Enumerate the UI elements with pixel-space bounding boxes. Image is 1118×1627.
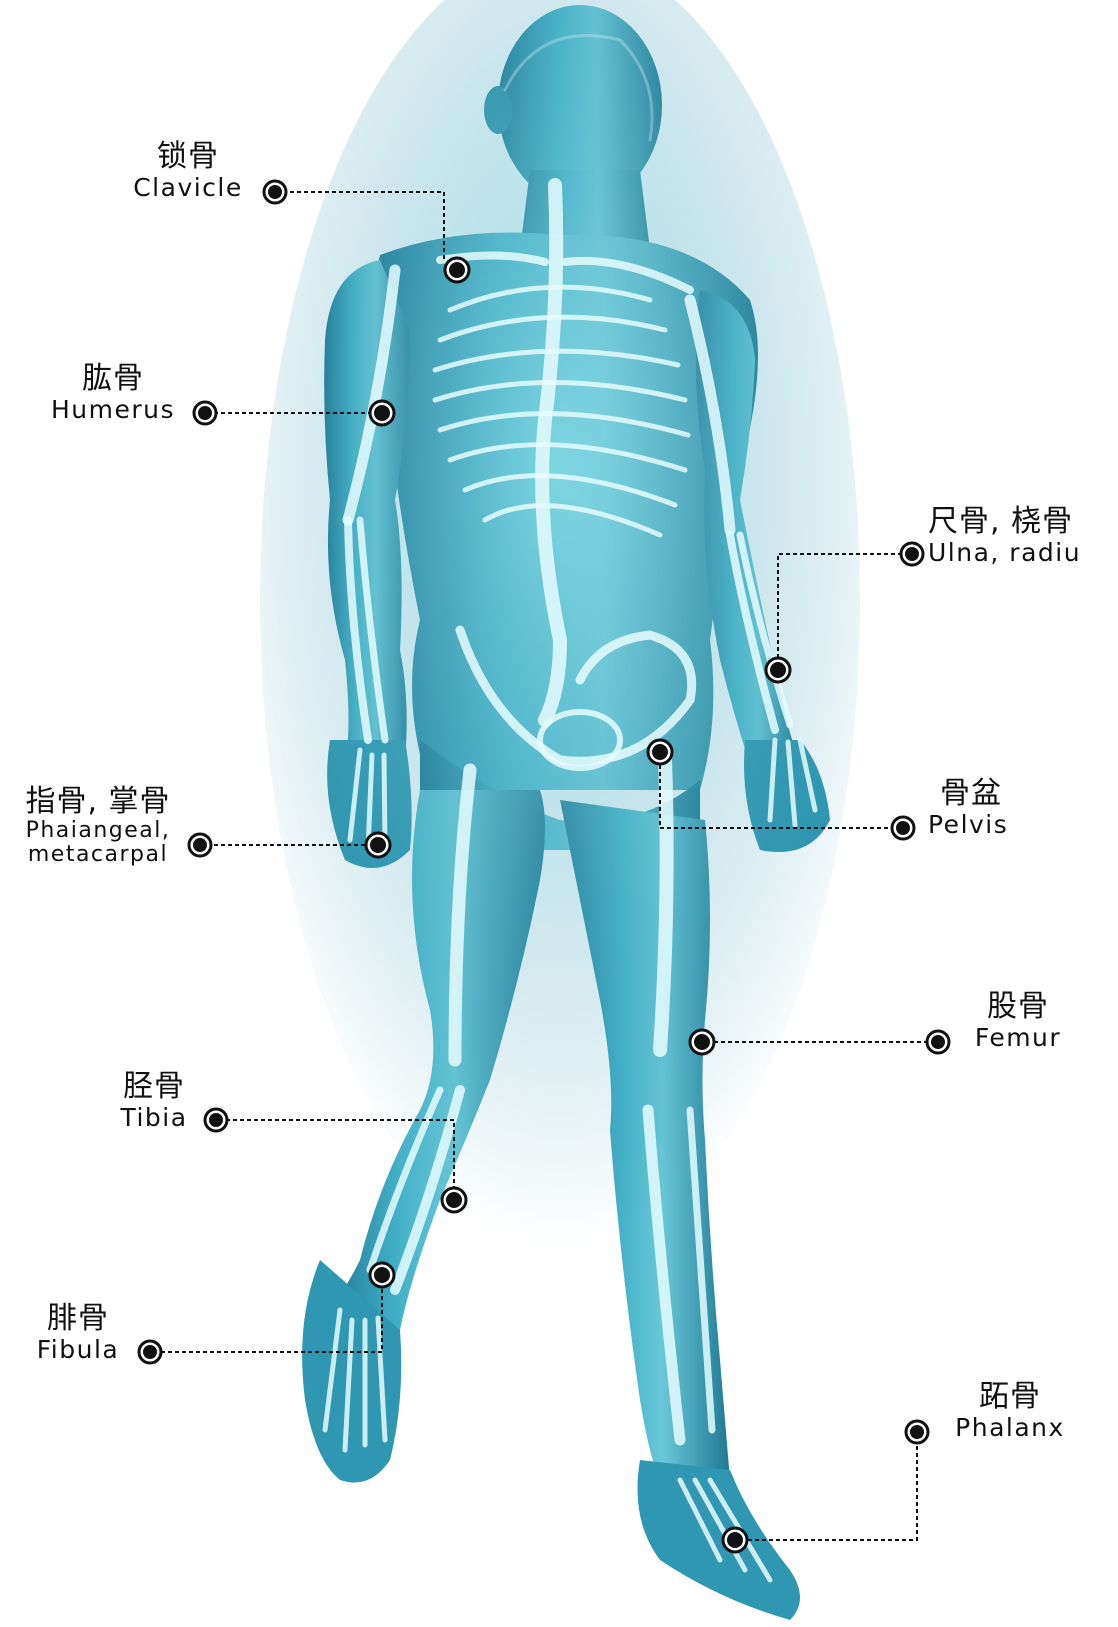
label-phalangeal-en: Phaiangeal,: [8, 819, 188, 843]
marker-femur-bone: [690, 1030, 714, 1054]
label-phalangeal-en2: metacarpal: [8, 843, 188, 867]
marker-phalanx-bone: [723, 1528, 747, 1552]
label-phalangeal-cn: 指骨, 掌骨: [8, 785, 188, 819]
marker-humerus-bone: [370, 401, 394, 425]
marker-fibula-label: [139, 1341, 161, 1363]
label-tibia: 胫骨 Tibia: [104, 1070, 204, 1132]
label-pelvis-en: Pelvis: [928, 811, 1048, 839]
label-phalangeal: 指骨, 掌骨 Phaiangeal, metacarpal: [8, 785, 188, 867]
label-femur-cn: 股骨: [958, 990, 1078, 1024]
label-ulna-radius-cn: 尺骨, 桡骨: [928, 505, 1108, 539]
label-clavicle-cn: 锁骨: [118, 140, 258, 174]
marker-ulna-label: [901, 543, 923, 565]
label-ulna-radius-en: Ulna, radiu: [928, 539, 1108, 567]
marker-tibia-label: [205, 1109, 227, 1131]
marker-clavicle-bone: [445, 258, 469, 282]
label-phalanx-cn: 跖骨: [940, 1380, 1080, 1414]
marker-phalanx-label: [906, 1421, 928, 1443]
label-ulna-radius: 尺骨, 桡骨 Ulna, radiu: [928, 505, 1108, 567]
label-humerus: 肱骨 Humerus: [33, 362, 193, 424]
marker-pelvis-bone: [648, 740, 672, 764]
label-tibia-cn: 胫骨: [104, 1070, 204, 1104]
label-fibula-en: Fibula: [18, 1336, 138, 1364]
marker-humerus-label: [194, 402, 216, 424]
label-humerus-cn: 肱骨: [33, 362, 193, 396]
label-phalanx-en: Phalanx: [940, 1414, 1080, 1442]
marker-clavicle-label: [264, 181, 286, 203]
marker-phalangeal-label: [189, 834, 211, 856]
label-fibula: 腓骨 Fibula: [18, 1302, 138, 1364]
label-humerus-en: Humerus: [33, 396, 193, 424]
label-clavicle: 锁骨 Clavicle: [118, 140, 258, 202]
marker-pelvis-label: [892, 817, 914, 839]
marker-tibia-bone: [442, 1188, 466, 1212]
marker-fibula-bone: [370, 1263, 394, 1287]
label-pelvis-cn: 骨盆: [928, 777, 1048, 811]
label-pelvis: 骨盆 Pelvis: [928, 777, 1048, 839]
label-clavicle-en: Clavicle: [118, 174, 258, 202]
label-femur-en: Femur: [958, 1024, 1078, 1052]
label-phalanx: 跖骨 Phalanx: [940, 1380, 1080, 1442]
label-femur: 股骨 Femur: [958, 990, 1078, 1052]
marker-femur-label: [927, 1031, 949, 1053]
marker-ulna-bone: [766, 658, 790, 682]
marker-phalangeal-bone: [366, 833, 390, 857]
label-fibula-cn: 腓骨: [18, 1302, 138, 1336]
label-tibia-en: Tibia: [104, 1104, 204, 1132]
